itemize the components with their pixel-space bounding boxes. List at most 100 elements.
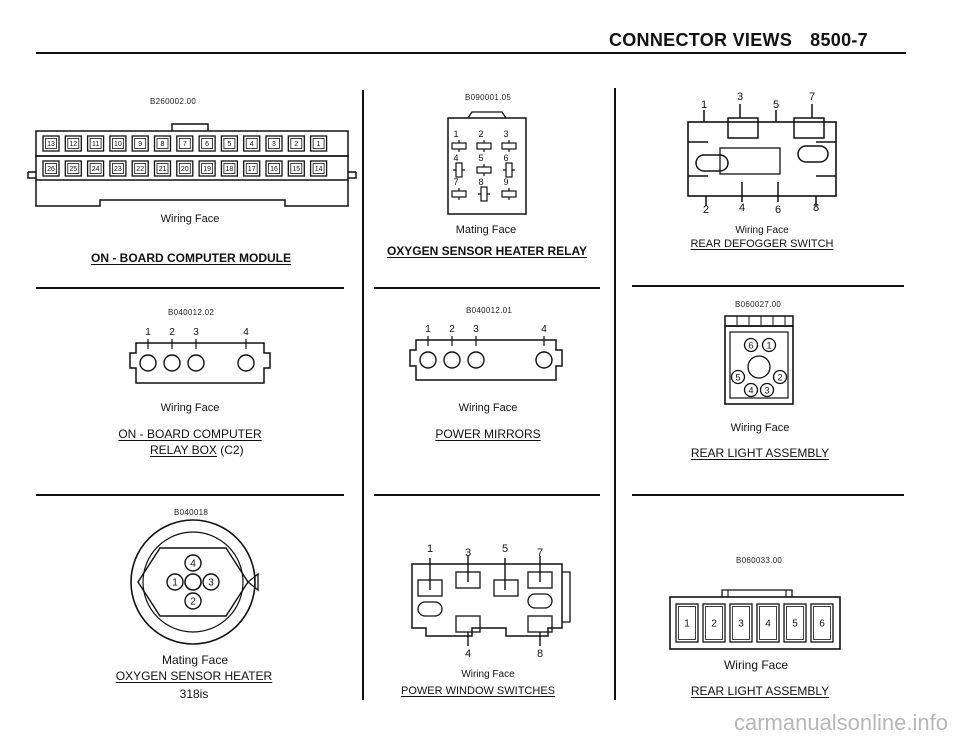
pin-number: 19 bbox=[203, 166, 211, 173]
pin-number: 1 bbox=[145, 327, 151, 338]
watermark: carmanualsonline.info bbox=[733, 710, 948, 735]
connector-pin: 6 bbox=[810, 603, 834, 643]
connector-pin: 19 bbox=[198, 160, 216, 177]
connector-title-line2: RELAY BOX (C2) bbox=[150, 443, 244, 457]
pin-number: 3 bbox=[272, 141, 276, 148]
pin-number: 5 bbox=[735, 372, 740, 382]
relay-terminal: 1 bbox=[451, 129, 467, 152]
part-code: B040012.01 bbox=[466, 306, 513, 315]
connector-title: REAR DEFOGGER SWITCH bbox=[690, 238, 834, 250]
pin-number: 1 bbox=[684, 619, 690, 630]
pin-number: 9 bbox=[138, 141, 142, 148]
connector-pin: 11 bbox=[86, 135, 105, 152]
pin-number: 7 bbox=[453, 177, 458, 187]
connector-title: OXYGEN SENSOR HEATER RELAY bbox=[386, 244, 588, 258]
pin-number: 5 bbox=[792, 619, 798, 630]
connector-pin bbox=[535, 351, 553, 369]
face-label: Wiring Face bbox=[461, 669, 515, 680]
pin-number: 1 bbox=[425, 324, 431, 335]
row-divider bbox=[374, 287, 600, 289]
pin-number: 8 bbox=[813, 202, 819, 214]
pin-number: 11 bbox=[92, 141, 99, 148]
pin-number: 2 bbox=[703, 204, 709, 216]
pin-number: 7 bbox=[537, 547, 543, 559]
pin-number: 3 bbox=[738, 619, 744, 630]
connector-pin: 1 bbox=[761, 337, 777, 353]
connector-title: ON - BOARD COMPUTER bbox=[118, 427, 262, 441]
pin-number: 6 bbox=[775, 204, 781, 216]
connector-title: POWER WINDOW SWITCHES bbox=[401, 685, 555, 697]
connector-pin: 2 bbox=[287, 135, 305, 152]
pin-number: 5 bbox=[773, 99, 779, 111]
part-code: B060033.00 bbox=[736, 556, 783, 565]
connector-pin: 1 bbox=[309, 135, 328, 152]
connector-pin: 4 bbox=[243, 135, 261, 152]
face-label: Wiring Face bbox=[723, 658, 788, 672]
connector-pin: 25 bbox=[64, 160, 82, 177]
row-divider bbox=[374, 494, 600, 496]
pin-number: 3 bbox=[764, 385, 769, 395]
pin-number: 8 bbox=[478, 177, 483, 187]
connector-pin: 15 bbox=[287, 160, 305, 177]
column-divider-1 bbox=[362, 90, 364, 700]
pin-number: 3 bbox=[473, 324, 479, 335]
connector-pin: 4 bbox=[743, 382, 759, 398]
connector-pin: 5 bbox=[220, 135, 239, 152]
pin-number: 4 bbox=[250, 141, 254, 148]
page-number: 8500-7 bbox=[810, 30, 868, 50]
row-divider bbox=[36, 494, 344, 496]
connector-pin: 21 bbox=[153, 160, 172, 177]
pin-number: 5 bbox=[227, 141, 231, 148]
pin-number: 4 bbox=[243, 327, 249, 338]
row-divider bbox=[632, 494, 904, 496]
connector-suffix: (C2) bbox=[220, 443, 244, 457]
connector-title: REAR LIGHT ASSEMBLY bbox=[690, 684, 830, 698]
connector-pin: 3 bbox=[202, 573, 220, 591]
connector-pin: 7 bbox=[176, 135, 194, 152]
pin-number: 15 bbox=[292, 166, 300, 173]
connector-pin bbox=[163, 354, 181, 372]
connector-pin: 3 bbox=[265, 135, 283, 152]
relay-terminal: 6 bbox=[503, 153, 515, 178]
connector-pin: 24 bbox=[86, 160, 105, 177]
pin-number: 4 bbox=[453, 153, 458, 163]
part-code: B090001.05 bbox=[465, 93, 512, 102]
pin-number: 24 bbox=[92, 166, 100, 173]
pin-number: 21 bbox=[159, 166, 167, 173]
pin-number: 16 bbox=[270, 166, 278, 173]
connector-pin: 5 bbox=[783, 603, 807, 643]
pin-number: 22 bbox=[136, 166, 144, 173]
connector-title: ON - BOARD COMPUTER MODULE bbox=[91, 251, 291, 265]
connector-pin: 13 bbox=[42, 135, 60, 152]
relay-terminal: 5 bbox=[476, 153, 492, 176]
relay-terminal: 4 bbox=[453, 153, 465, 178]
pin-number: 1 bbox=[427, 543, 433, 555]
connector-pin: 12 bbox=[64, 135, 82, 152]
relay-terminal: 9 bbox=[501, 177, 517, 200]
pin-number: 9 bbox=[503, 177, 508, 187]
pin-number: 4 bbox=[765, 619, 771, 630]
pin-number: 2 bbox=[169, 327, 175, 338]
pin-number: 20 bbox=[181, 166, 189, 173]
face-label: Wiring Face bbox=[160, 213, 220, 225]
connector-title: POWER MIRRORS bbox=[435, 427, 541, 441]
pin-number: 1 bbox=[766, 340, 771, 350]
connector-pin: 4 bbox=[756, 603, 780, 643]
connector-pin: 1 bbox=[675, 603, 699, 643]
model-label: 318is bbox=[179, 687, 209, 701]
face-label: Wiring Face bbox=[730, 422, 790, 434]
pin-number: 3 bbox=[465, 547, 471, 559]
connector-pin bbox=[187, 354, 205, 372]
face-label: Wiring Face bbox=[735, 225, 789, 236]
connector-pin: 22 bbox=[131, 160, 149, 177]
part-code: B040018 bbox=[174, 508, 209, 517]
pin-number: 2 bbox=[711, 619, 717, 630]
connector-pin: 20 bbox=[176, 160, 194, 177]
